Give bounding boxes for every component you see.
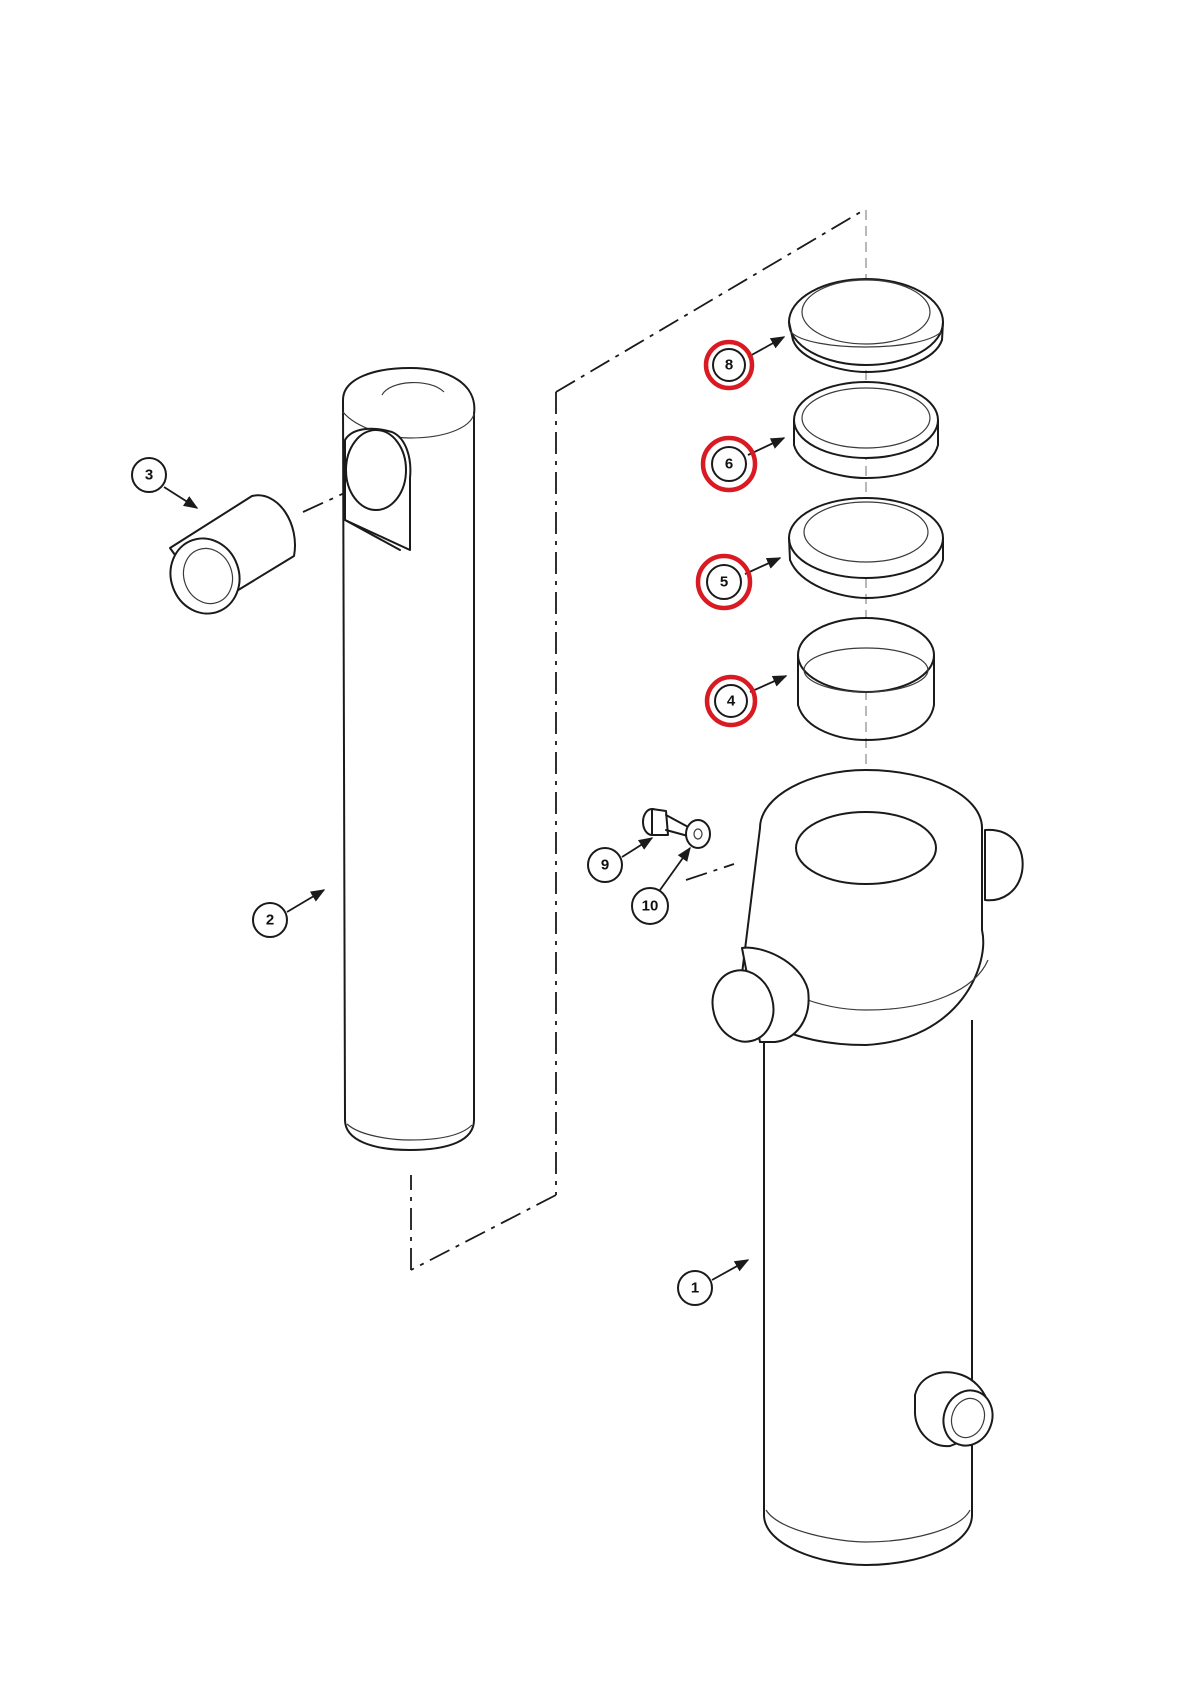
part-9-bolt — [642, 808, 691, 837]
callout-8-highlight — [703, 339, 755, 391]
callout-10[interactable]: 10 — [631, 846, 691, 925]
callout-5-highlight — [700, 435, 758, 493]
part-1-cylinder-body — [711, 769, 1024, 1566]
callout-6[interactable]: 5 — [695, 553, 782, 611]
part-3-bushing — [169, 494, 296, 615]
callout-8[interactable]: 8 — [703, 336, 786, 391]
callout-9-label: 9 — [601, 857, 609, 874]
callout-2[interactable]: 2 — [252, 889, 326, 938]
part-5-seal-ring — [793, 381, 939, 479]
callout-10-label: 10 — [642, 898, 659, 915]
callout-9[interactable]: 9 — [587, 837, 654, 883]
callouts: 8 6 5 4 3 — [131, 336, 788, 1306]
callout-5-label: 6 — [725, 456, 733, 473]
callout-4-label: 4 — [727, 693, 736, 710]
part-6-seal-ring — [788, 497, 944, 599]
part-2-pin — [342, 367, 476, 1151]
callout-5[interactable]: 6 — [700, 435, 786, 493]
callout-6-label: 5 — [720, 574, 728, 591]
callout-1[interactable]: 1 — [677, 1259, 750, 1306]
callout-8-label: 8 — [725, 357, 733, 374]
callout-3[interactable]: 3 — [131, 457, 199, 509]
part-4-bushing-ring — [797, 617, 935, 741]
part-8-wiper-ring — [788, 278, 944, 373]
callout-3-label: 3 — [145, 467, 153, 484]
callout-6-highlight — [695, 553, 753, 611]
callout-4[interactable]: 4 — [704, 674, 788, 728]
callout-2-label: 2 — [266, 912, 274, 929]
part-10-washer — [685, 819, 711, 849]
callout-4-highlight — [704, 674, 758, 728]
callout-1-label: 1 — [691, 1280, 699, 1297]
